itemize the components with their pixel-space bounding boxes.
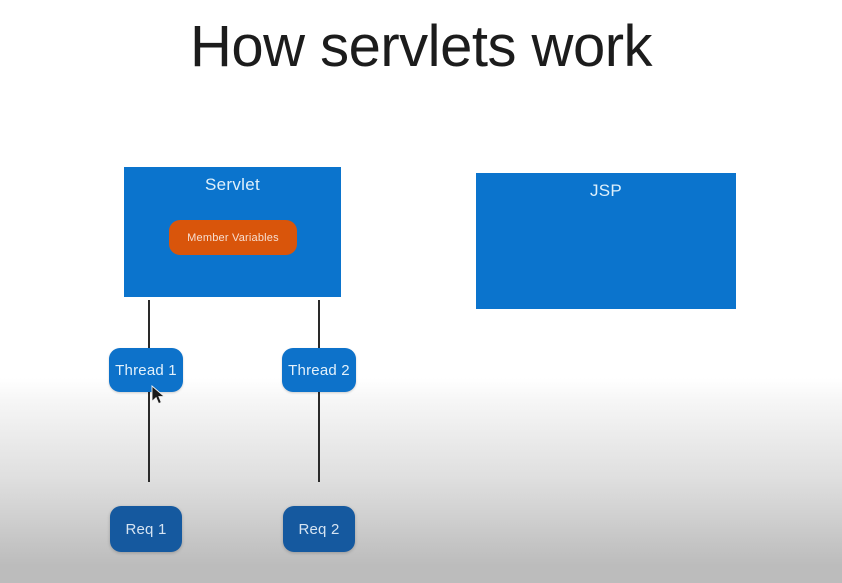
req-2-box[interactable]: Req 2	[283, 506, 355, 552]
req-1-box[interactable]: Req 1	[110, 506, 182, 552]
member-variables-label: Member Variables	[187, 231, 279, 244]
jsp-box[interactable]: JSP	[476, 173, 736, 309]
thread-2-box[interactable]: Thread 2	[282, 348, 356, 392]
page-title: How servlets work	[189, 14, 653, 79]
servlet-box-title: Servlet	[204, 175, 260, 194]
req-2-label: Req 2	[298, 520, 340, 538]
req-1-label: Req 1	[125, 520, 167, 538]
jsp-box-title: JSP	[589, 181, 623, 200]
thread-1-box[interactable]: Thread 1	[109, 348, 183, 392]
member-variables-pill[interactable]: Member Variables	[169, 220, 297, 255]
connector-thread-1-req-1	[148, 390, 150, 482]
connector-servlet-thread-1	[148, 300, 150, 352]
connector-thread-2-req-2	[318, 390, 320, 482]
thread-1-label: Thread 1	[115, 361, 177, 379]
connector-servlet-thread-2	[318, 300, 320, 352]
thread-2-label: Thread 2	[288, 361, 350, 379]
servlet-box[interactable]: Servlet Member Variables	[124, 167, 341, 297]
